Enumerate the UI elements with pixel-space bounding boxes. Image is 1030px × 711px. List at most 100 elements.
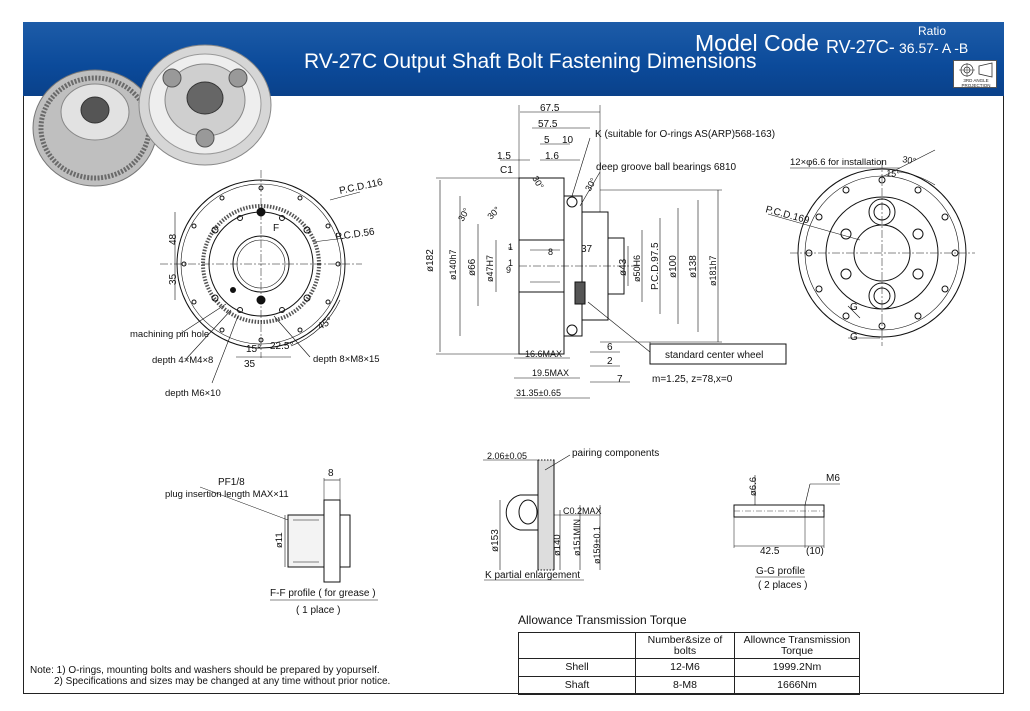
dim-d50h6: ø50H6 xyxy=(632,255,642,282)
table-cell: Shell xyxy=(518,658,636,677)
section-marker-g-1: G xyxy=(850,302,858,313)
table-header-row: Number&size of bolts Allownce Transmissi… xyxy=(518,632,860,659)
pairing-components-label: pairing components xyxy=(572,448,659,459)
dim-pcd-97-5: P.C.D.97.5 xyxy=(650,242,661,290)
dim-d100: ø100 xyxy=(668,255,679,278)
depth-8xm8-label: depth 8×M8×15 xyxy=(313,354,380,365)
projection-icon xyxy=(959,62,993,78)
dim-d153: ø153 xyxy=(490,529,501,552)
notes: Note: 1) O-rings, mounting bolts and was… xyxy=(30,665,390,687)
bearing-label: deep groove ball bearings 6810 xyxy=(596,162,737,173)
table-header-cell: Number&size of bolts xyxy=(635,632,735,659)
dim-2-06: 2.06±0.05 xyxy=(487,451,527,461)
ff-profile-view xyxy=(199,478,378,601)
ratio-value: 36.57- A -B xyxy=(899,40,969,56)
dim-1-6: 1.6 xyxy=(545,151,559,162)
depth-m6-label: depth M6×10 xyxy=(165,388,221,399)
model-code-label: Model Code xyxy=(695,30,820,56)
center-wheel-label: standard center wheel xyxy=(665,350,763,361)
gg-profile-view xyxy=(733,475,840,578)
torque-table: Number&size of bolts Allownce Transmissi… xyxy=(518,632,860,695)
dim-35-vertical: 35 xyxy=(168,273,179,285)
dim-57-5: 57.5 xyxy=(538,119,558,130)
dim-d66: ø66 xyxy=(467,258,478,276)
dim-1-5: 1.5 xyxy=(497,151,511,162)
dim-8: 8 xyxy=(548,247,553,257)
dim-48: 48 xyxy=(168,233,179,245)
table-cell: 1999.2Nm xyxy=(734,658,860,677)
dim-d6-6: ø6.6 xyxy=(748,477,759,496)
thread-m6: M6 xyxy=(826,473,840,484)
table-row: Shaft 8-M8 1666Nm xyxy=(518,676,860,695)
angle-30-back: 30° xyxy=(902,154,918,166)
back-view xyxy=(767,149,975,346)
dim-22-5-deg: 22.5° xyxy=(270,341,293,352)
gg-profile-caption: G-G profile xyxy=(756,566,805,577)
dim-d181h7: ø181h7 xyxy=(708,255,718,286)
ratio-label: Ratio xyxy=(918,24,947,38)
angle-30-d: 30° xyxy=(485,204,502,221)
dim-35-horizontal: 35 xyxy=(244,359,256,370)
pcd-116-label: P.C.D.116 xyxy=(338,177,384,197)
depth-4xm4-label: depth 4×M4×8 xyxy=(152,355,213,366)
pcd-169-label: P.C.D.169 xyxy=(764,204,811,226)
front-view xyxy=(160,170,362,384)
dim-10-ref: (10) xyxy=(806,546,824,557)
table-cell: 8-M8 xyxy=(635,676,735,695)
dim-8-ff: 8 xyxy=(328,468,334,479)
product-photo xyxy=(32,44,272,187)
dim-7: 7 xyxy=(617,374,623,385)
machining-pin-hole-label: machining pin hole xyxy=(130,329,209,340)
dim-16-6-max: 16.6MAX xyxy=(525,349,562,359)
dim-9: 9 xyxy=(506,265,511,275)
pf-1-8-label: PF1/8 xyxy=(218,477,245,488)
dim-d138: ø138 xyxy=(688,255,699,278)
angle-30-c: 30° xyxy=(456,206,472,223)
table-row: Shell 12-M6 1999.2Nm xyxy=(518,658,860,677)
table-cell: 12-M6 xyxy=(635,658,735,677)
pcd-56-label: P.C.D.56 xyxy=(335,227,376,243)
dim-d159: ø159±0.1 xyxy=(592,526,602,564)
section-view xyxy=(436,105,787,399)
page-title: RV-27C Output Shaft Bolt Fastening Dimen… xyxy=(304,50,757,73)
k-oring-label: K (suitable for O-rings AS(ARP)568-163) xyxy=(595,129,775,140)
chamfer-c0-2: C0.2MAX xyxy=(563,506,602,516)
table-cell: 1666Nm xyxy=(734,676,860,695)
gg-profile-places: ( 2 places ) xyxy=(758,580,807,591)
dim-10: 10 xyxy=(562,135,574,146)
projection-label: 3RD ANGLE PROJECTION xyxy=(961,78,991,88)
dim-5: 5 xyxy=(544,135,550,146)
plug-insertion-label: plug insertion length MAX×11 xyxy=(165,489,289,500)
gear-spec-label: m=1.25, z=78,x=0 xyxy=(652,374,733,385)
dim-d182: ø182 xyxy=(425,249,436,272)
ff-profile-caption: F-F profile ( for grease ) xyxy=(270,588,376,599)
dim-d47h7: ø47H7 xyxy=(485,255,495,282)
angle-30-a: 30° xyxy=(530,174,546,191)
dim-45-deg: 45° xyxy=(316,316,335,333)
section-marker-g-2: G xyxy=(850,332,858,343)
dim-2: 2 xyxy=(607,356,613,367)
dim-67-5: 67.5 xyxy=(540,103,560,114)
dim-d140h7: ø140h7 xyxy=(448,249,458,280)
dim-15-deg: 15° xyxy=(246,344,261,355)
note-line-2: 2) Specifications and sizes may be chang… xyxy=(54,676,391,687)
dim-1-b: 1 xyxy=(508,258,513,268)
torque-table-title: Allowance Transmission Torque xyxy=(518,613,687,627)
dim-d140-k: ø140 xyxy=(552,534,563,556)
dim-1-a: 1 xyxy=(508,242,513,252)
dim-37: 37 xyxy=(581,244,593,255)
dim-31-35: 31.35±0.65 xyxy=(516,388,561,398)
dim-d43: ø43 xyxy=(618,258,629,276)
install-holes-label: 12×φ6.6 for installation xyxy=(790,157,887,168)
k-enlargement-caption: K partial enlargement xyxy=(485,570,580,581)
projection-badge: 3RD ANGLE PROJECTION xyxy=(953,60,997,88)
dim-42-5: 42.5 xyxy=(760,546,780,557)
model-code: RV-27C- xyxy=(826,37,895,57)
table-cell: Shaft xyxy=(518,676,636,695)
dim-19-5-max: 19.5MAX xyxy=(532,368,569,378)
dim-6: 6 xyxy=(607,342,613,353)
table-header-cell xyxy=(518,632,636,659)
section-marker-f: F xyxy=(273,223,279,234)
